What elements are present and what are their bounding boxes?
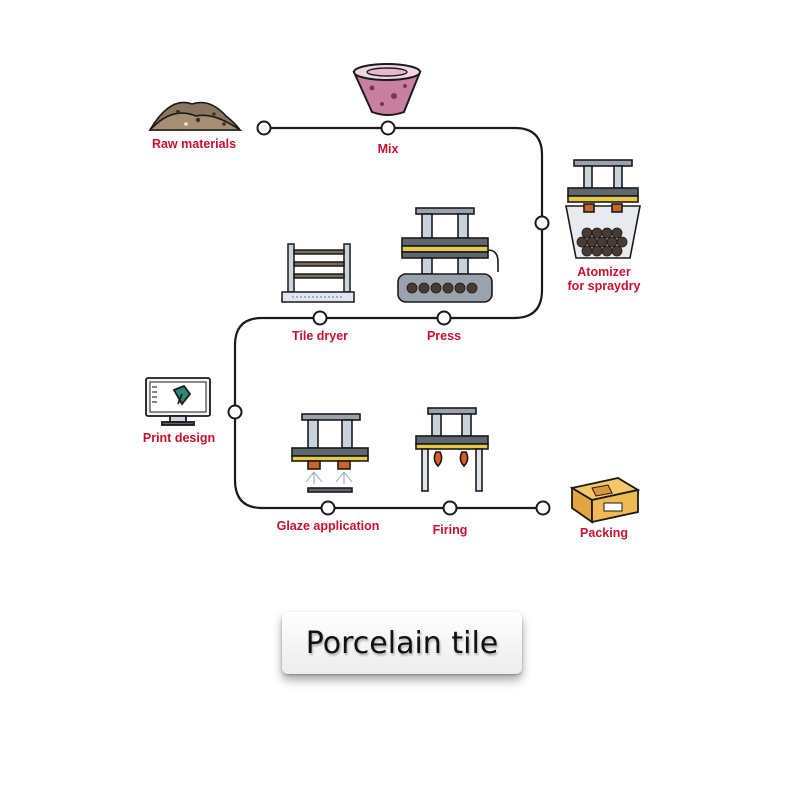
mixing-bowl-icon xyxy=(352,63,422,116)
kiln-icon xyxy=(415,407,489,492)
title-banner: Porcelain tile xyxy=(282,612,522,674)
node-firing xyxy=(442,500,458,516)
node-glaze-application xyxy=(320,500,336,516)
node-atomizer xyxy=(534,215,550,231)
tile-dryer-icon xyxy=(281,243,355,303)
step-label-glaze-application: Glaze application xyxy=(277,519,380,533)
step-label-packing: Packing xyxy=(580,526,628,540)
step-label-print-design: Print design xyxy=(143,431,215,445)
press-machine-icon xyxy=(397,207,499,303)
step-label-mix: Mix xyxy=(378,142,399,156)
step-label-firing: Firing xyxy=(433,523,468,537)
step-label-press: Press xyxy=(427,329,461,343)
step-label-tile-dryer: Tile dryer xyxy=(292,329,348,343)
sand-pile-icon xyxy=(148,101,243,131)
node-tile-dryer xyxy=(312,310,328,326)
step-label-atomizer: Atomizer xyxy=(577,265,631,279)
diagram-title: Porcelain tile xyxy=(305,625,499,661)
atomizer-icon xyxy=(565,159,641,259)
step-label-atomizer-sub: for spraydry xyxy=(568,279,641,293)
node-raw-materials xyxy=(256,120,272,136)
glaze-sprayer-icon xyxy=(291,413,369,493)
process-flow-line xyxy=(233,126,544,510)
flow-nodes xyxy=(227,120,551,516)
node-print-design xyxy=(227,404,243,420)
monitor-pen-icon xyxy=(145,377,211,426)
node-press xyxy=(436,310,452,326)
cardboard-box-icon xyxy=(569,477,641,524)
step-label-raw-materials: Raw materials xyxy=(152,137,236,151)
node-packing xyxy=(535,500,551,516)
node-mix xyxy=(380,120,396,136)
